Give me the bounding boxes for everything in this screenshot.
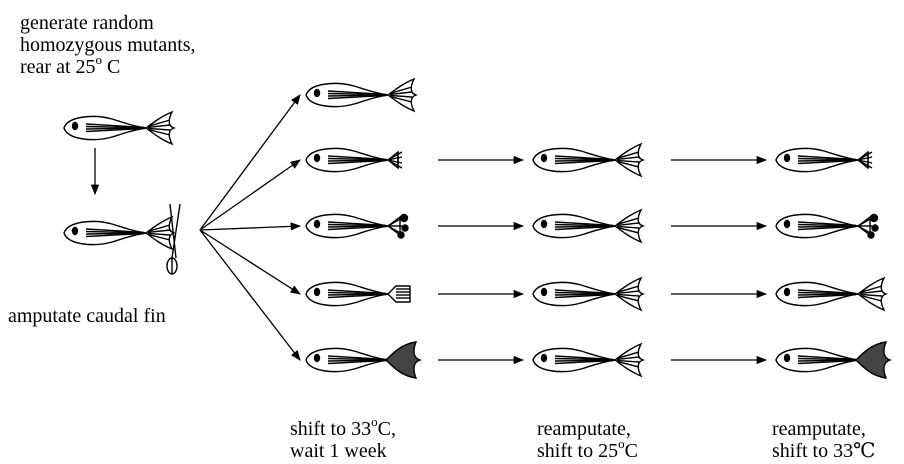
row-2-stage-3-fish — [776, 148, 872, 171]
source-fish — [64, 112, 174, 144]
fan-arrow-5 — [200, 230, 300, 360]
row-4-stage-3-fish — [776, 278, 886, 310]
amputated-fish — [64, 217, 174, 249]
row-3-stage-1-fish — [306, 214, 408, 238]
row-3-stage-2-fish — [533, 210, 643, 242]
row-4-stage-1-fish — [306, 282, 410, 305]
fan-arrow-1 — [200, 95, 300, 230]
row-4-stage-2-fish — [533, 278, 643, 310]
row-2-stage-2-fish — [533, 144, 643, 176]
fan-arrow-2 — [200, 160, 300, 230]
row-3-stage-3-fish — [776, 214, 878, 238]
fish-layer — [64, 79, 890, 378]
row-1-stage-1-fish — [306, 79, 416, 111]
row-5-stage-1-fish — [306, 342, 420, 378]
arrow-layer — [95, 95, 766, 360]
row-5-stage-2-fish — [533, 344, 643, 376]
row-5-stage-3-fish — [776, 342, 890, 378]
row-2-stage-1-fish — [306, 148, 402, 171]
fan-arrow-3 — [200, 226, 300, 230]
fan-arrow-4 — [200, 230, 300, 294]
